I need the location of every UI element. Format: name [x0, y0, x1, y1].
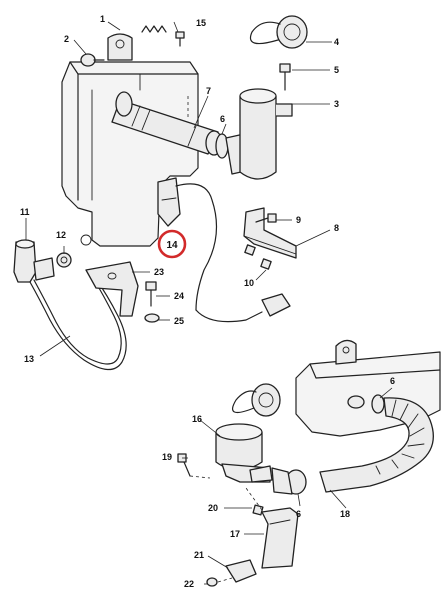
callout-10: 10 [244, 278, 254, 288]
bracket-17 [261, 507, 299, 569]
callout-18: 18 [340, 509, 350, 519]
callout-19: 19 [162, 452, 172, 462]
callout-5: 5 [334, 65, 339, 75]
callout-2: 2 [64, 34, 69, 44]
callout-22: 22 [184, 579, 194, 589]
filler-cap-4 [250, 15, 308, 49]
callout-1: 1 [100, 14, 105, 24]
filler-cap-lower [232, 383, 281, 417]
callout-25: 25 [174, 316, 184, 326]
washer-pump-11 [13, 239, 55, 283]
bolt-2 [80, 53, 105, 67]
highlighted-callout-14[interactable]: 14 [157, 229, 187, 259]
callout-6-upper: 6 [220, 114, 225, 124]
filler-housing-16 [215, 423, 273, 483]
bolt-5 [279, 63, 291, 91]
hose-18 [319, 397, 434, 493]
callout-labels: 1 2 15 4 5 3 7 6 8 9 10 11 12 13 23 24 2… [20, 14, 395, 589]
washer-25 [144, 313, 160, 323]
callout-11: 11 [20, 207, 30, 217]
callout-6-lower-right: 6 [390, 376, 395, 386]
pump-14 [157, 177, 291, 323]
callout-14: 14 [166, 240, 178, 251]
callout-9: 9 [296, 215, 301, 225]
leader-lines [25, 21, 393, 585]
screw-22 [206, 577, 218, 587]
callout-4: 4 [334, 37, 339, 47]
screw-19 [177, 453, 191, 477]
bracket-23 [85, 261, 139, 317]
hose-13 [29, 265, 127, 371]
callout-21: 21 [194, 550, 204, 560]
spring-clip [141, 25, 167, 33]
clamp-6-lower-right [347, 394, 385, 414]
callout-13: 13 [24, 354, 34, 364]
reservoir-tank [61, 33, 199, 247]
callout-24: 24 [174, 291, 184, 301]
screw-15 [175, 31, 185, 47]
highlight-ring [157, 229, 187, 259]
filler-canister-3 [239, 88, 293, 180]
callout-20: 20 [208, 503, 218, 513]
callout-6-lower-left: 6 [296, 509, 301, 519]
nut-10 [244, 244, 272, 270]
callout-7: 7 [206, 86, 211, 96]
callout-12: 12 [56, 230, 66, 240]
nut-20 [252, 504, 264, 516]
grommet-12 [56, 252, 72, 268]
screw-9 [255, 213, 277, 223]
callout-3: 3 [334, 99, 339, 109]
callout-17: 17 [230, 529, 240, 539]
bracket-8 [243, 207, 297, 259]
bolt-24 [145, 281, 157, 307]
connector-hose-lower [271, 467, 293, 495]
callout-16: 16 [192, 414, 202, 424]
callout-8: 8 [334, 223, 339, 233]
clip-21 [225, 559, 257, 583]
callout-23: 23 [154, 267, 164, 277]
assembly-lines [187, 96, 263, 583]
callout-15: 15 [196, 18, 206, 28]
